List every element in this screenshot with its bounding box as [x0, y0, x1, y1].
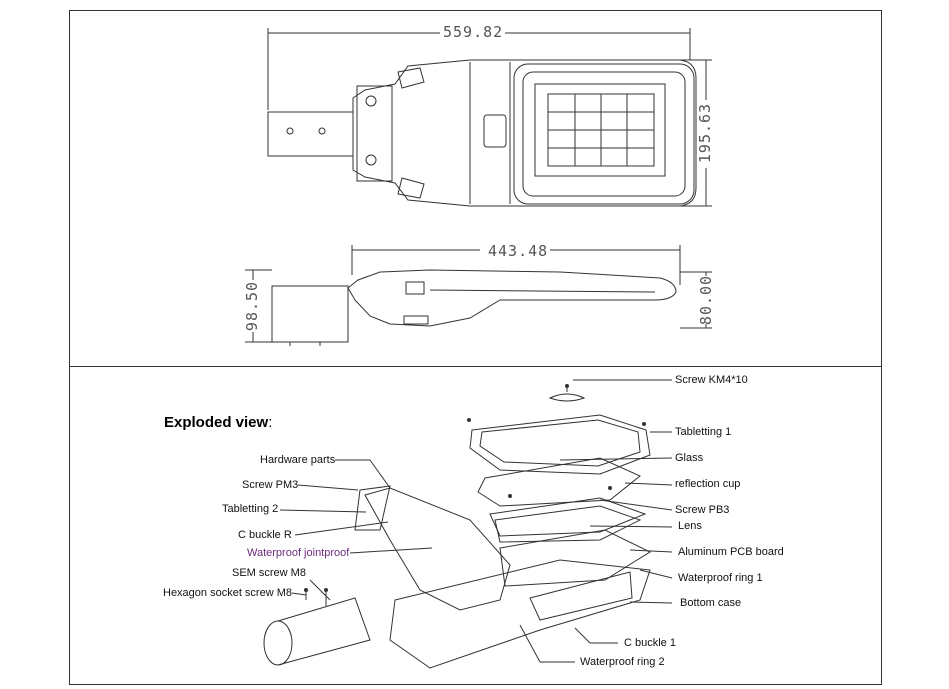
top-height-dimension [680, 59, 712, 207]
exploded-view-title-colon: : [268, 414, 273, 431]
label-c-buckle-r: C buckle R [238, 529, 292, 541]
label-tabletting-2: Tabletting 2 [222, 503, 279, 515]
side-right-height-dimension [680, 271, 712, 329]
exploded-view-title-text: Exploded view [164, 414, 269, 431]
side-view-luminaire [271, 269, 677, 346]
side-width-dimension [351, 245, 681, 285]
right-leader-lines [519, 379, 673, 663]
label-tabletting-1: Tabletting 1 [675, 426, 732, 438]
top-width-dimension [267, 28, 691, 110]
label-reflection-cup: reflection cup [675, 478, 741, 490]
label-screw-pm3: Screw PM3 [242, 479, 299, 491]
label-hexagon-socket-screw-m8: Hexagon socket screw M8 [163, 587, 292, 599]
label-screw-pb3: Screw PB3 [675, 504, 730, 516]
label-screw-km4-10: Screw KM4*10 [675, 374, 748, 386]
label-waterproof-jointproof: Waterproof jointproof [247, 547, 350, 559]
label-glass: Glass [675, 452, 704, 464]
exploded-view-illustration [263, 384, 652, 669]
label-hardware-parts: Hardware parts [260, 454, 336, 466]
label-aluminum-pcb-board: Aluminum PCB board [678, 546, 784, 558]
label-sem-screw-m8: SEM screw M8 [232, 567, 306, 579]
label-c-buckle-1: C buckle 1 [624, 637, 676, 649]
label-bottom-case: Bottom case [680, 597, 742, 609]
top-view-luminaire [267, 59, 697, 207]
top-width-value: 559.82 [443, 23, 504, 41]
side-left-height-value: 98.50 [243, 280, 261, 332]
label-waterproof-ring-2: Waterproof ring 2 [580, 656, 665, 668]
side-width-value: 443.48 [488, 242, 549, 260]
label-waterproof-ring-1: Waterproof ring 1 [678, 572, 763, 584]
dimension-drawing-panel [69, 10, 882, 368]
side-left-height-dimension [245, 269, 272, 343]
label-lens: Lens [678, 520, 702, 532]
exploded-view-title: Exploded view: [164, 414, 272, 431]
left-leader-lines [279, 459, 433, 601]
side-right-height-value: 80.00 [697, 274, 715, 326]
top-height-value: 195.63 [696, 102, 714, 164]
